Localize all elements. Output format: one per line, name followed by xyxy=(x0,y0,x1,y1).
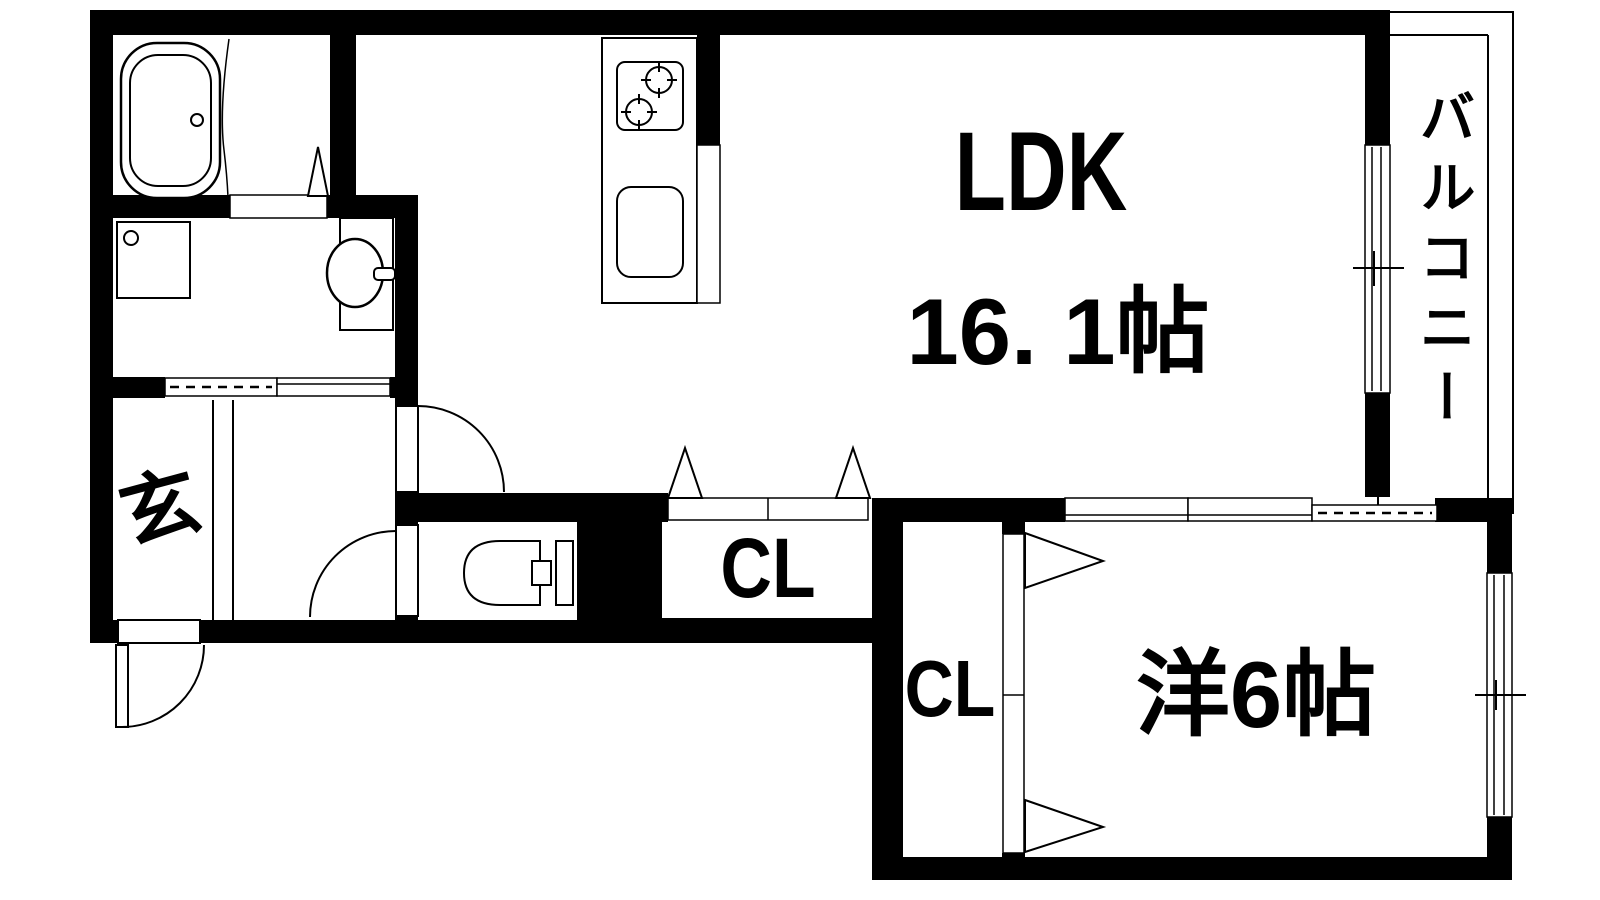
wall-bathroom-right xyxy=(330,33,356,218)
wall-bath-band-right xyxy=(327,195,395,218)
toilet-bowl xyxy=(462,540,541,606)
washroom-sliding-door xyxy=(164,377,391,397)
wall-washroom-right xyxy=(395,195,418,406)
ldk-label: LDK xyxy=(954,109,1128,234)
shower-partition xyxy=(221,38,230,198)
wall-bedroom-north xyxy=(903,498,1065,522)
mid-closet-label: CL xyxy=(720,521,816,615)
wall-cl-stub-top xyxy=(1002,522,1025,534)
washbasin xyxy=(325,217,396,331)
wall-bedroom-bottom xyxy=(872,857,1512,880)
wall-top xyxy=(90,10,1390,35)
wall-bedroom-left xyxy=(872,498,903,880)
wall-wash-south-stub xyxy=(390,377,395,398)
wall-closet-bottom xyxy=(577,618,872,643)
closet-doors xyxy=(666,444,1107,854)
wall-bedroom-right-top xyxy=(1487,522,1512,573)
sliding-doors xyxy=(164,194,1438,522)
kitchen-counter xyxy=(696,144,721,304)
wall-hall-stub-low xyxy=(395,616,418,643)
bedroom-sliding-window xyxy=(1475,572,1526,818)
walls xyxy=(90,10,1512,880)
wall-ldk-south xyxy=(395,493,668,522)
balcony-label: バルコニー xyxy=(1412,88,1475,438)
bedroom-closet-label: CL xyxy=(904,644,996,733)
wall-cl-stub-bottom xyxy=(1002,853,1025,861)
ldk-bedroom-sliding-door xyxy=(1064,497,1438,522)
ldk-size-label: 16. 1帖 xyxy=(906,279,1210,384)
toilet-seat-hinge xyxy=(531,560,552,586)
balcony-sliding-window xyxy=(1353,144,1404,394)
kitchen-sink xyxy=(616,186,684,278)
washing-machine-pan xyxy=(116,221,191,299)
wall-left xyxy=(90,10,113,643)
doors xyxy=(115,146,505,728)
toilet-door xyxy=(309,524,419,618)
wall-bottom-a xyxy=(90,620,118,643)
toilet xyxy=(462,540,574,606)
hall-ldk-door xyxy=(395,405,505,493)
wall-bath-band-left xyxy=(113,195,230,218)
wall-kitchen-stub xyxy=(697,35,720,145)
bedroom-label: 洋6帖 xyxy=(1135,642,1377,747)
entrance-door xyxy=(115,619,205,728)
folding-bath-door xyxy=(306,146,330,197)
kitchen-unit xyxy=(601,37,721,304)
bedroom-closet-folding-door xyxy=(1002,531,1107,854)
genkan-step-lines xyxy=(212,400,234,620)
toilet-tank xyxy=(555,540,574,606)
mid-closet-folding-door xyxy=(666,444,872,521)
bathtub xyxy=(119,41,222,200)
wall-wash-south-left xyxy=(113,377,165,398)
kitchen-stove xyxy=(616,61,684,131)
bathroom-opening xyxy=(229,194,328,219)
windows xyxy=(1353,144,1526,818)
wall-balcony-bottom xyxy=(1435,498,1512,522)
